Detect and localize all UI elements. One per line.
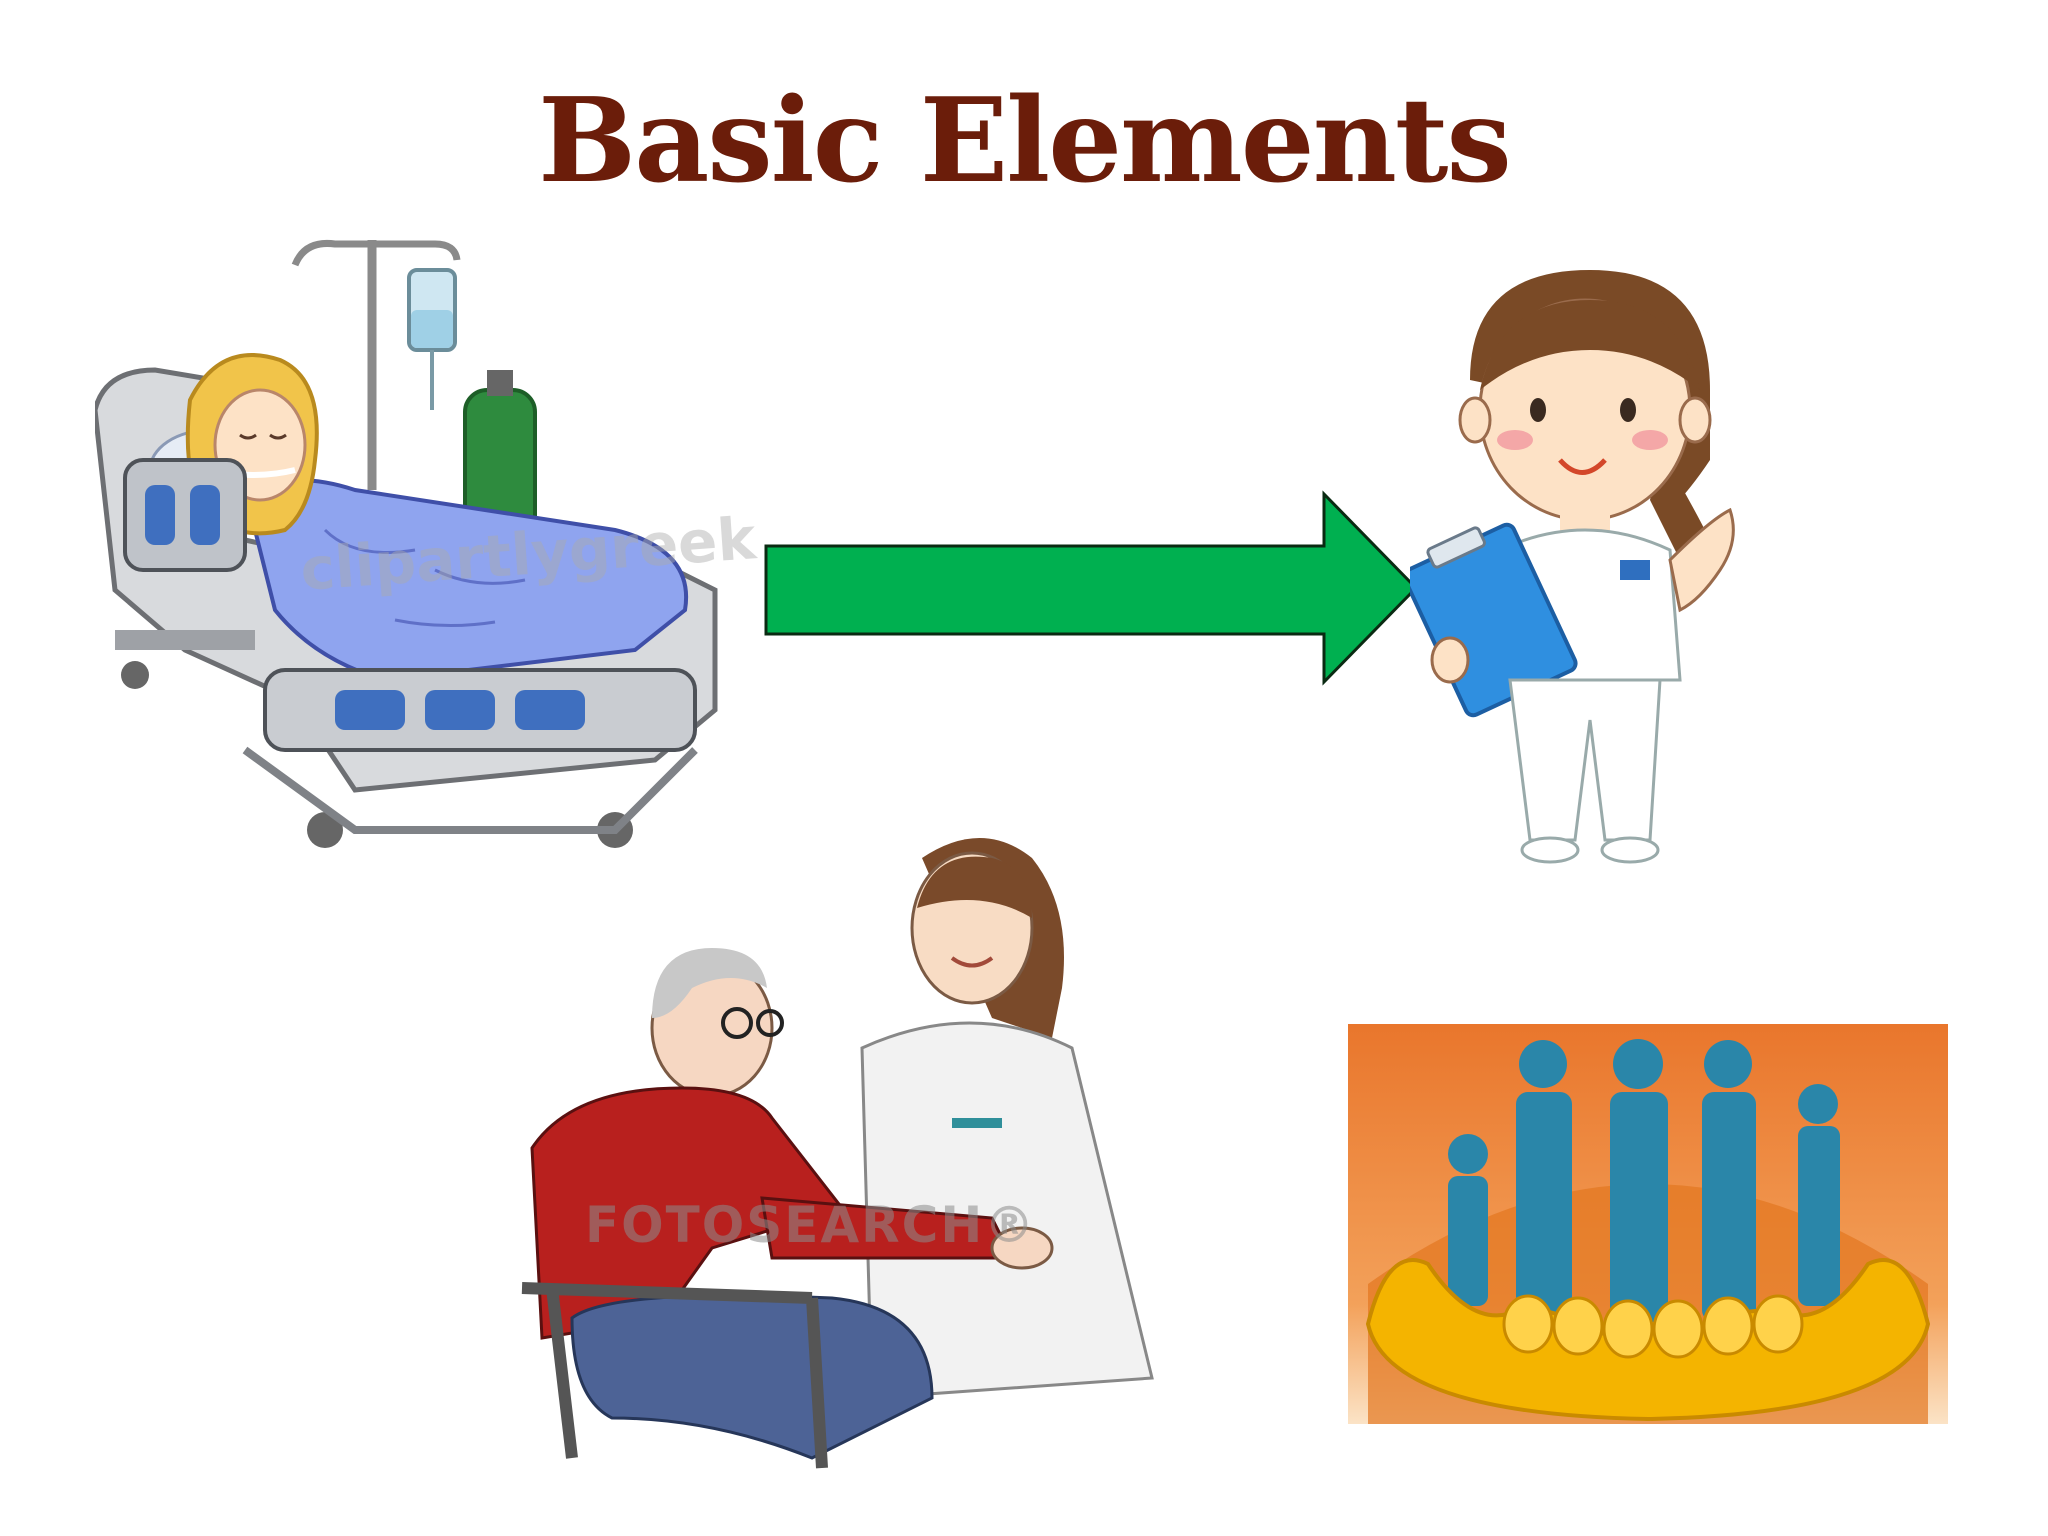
slide-title: Basic Elements — [538, 73, 1512, 209]
hospital-bed-patient-icon — [95, 230, 765, 890]
right-arrow-icon — [760, 488, 1420, 688]
family-in-hands-icon — [1348, 1024, 1948, 1424]
nurse-with-clipboard-icon — [1410, 260, 1770, 890]
nurse-caring-elderly-man-icon — [512, 818, 1180, 1478]
